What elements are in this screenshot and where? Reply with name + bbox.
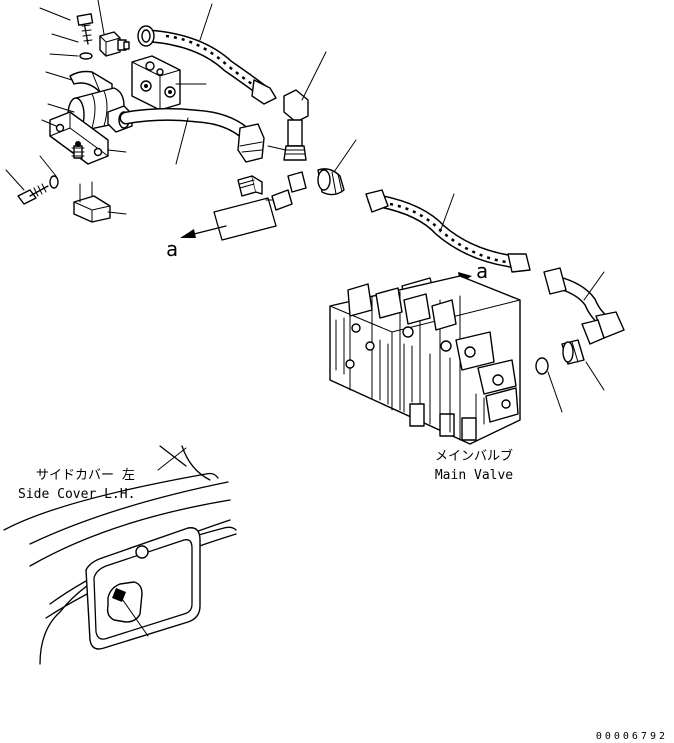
washer-top (79, 52, 93, 60)
washer-bottom (49, 175, 59, 189)
center-fittings (237, 139, 357, 211)
drawing-number: 00006792 (596, 731, 668, 742)
curved-pipe (119, 107, 265, 165)
bracket-foot (73, 181, 111, 223)
main-valve-label-jp: メインバルブ (435, 448, 513, 464)
distribution-block (131, 55, 181, 111)
bolt-top (76, 13, 94, 45)
upper-hose (137, 3, 277, 105)
side-cover-detail: サイドカバー 左 Side Cover L.H. (3, 445, 237, 665)
view-letter-a-top: a (166, 237, 178, 261)
view-letter-a-right: a (476, 259, 488, 283)
mounting-flange (49, 111, 109, 165)
view-arrow-top: a (166, 197, 277, 261)
main-valve-assembly: メインバルブ Main Valve (329, 275, 521, 483)
check-valve-vertical (267, 51, 327, 161)
right-elbow-pipe (543, 267, 625, 345)
side-cover-label-jp: サイドカバー 左 (36, 468, 135, 483)
side-cover-label-en: Side Cover L.H. (18, 487, 135, 502)
bracket-assembly-group (5, 0, 207, 223)
lower-hose (365, 189, 531, 273)
elbow-adapter-top (99, 31, 130, 57)
bolt-bottom (17, 183, 49, 205)
main-valve-label-en: Main Valve (435, 468, 513, 483)
leader-lines-left (5, 0, 207, 215)
flange-fitting (71, 141, 85, 159)
right-fittings (535, 339, 605, 413)
